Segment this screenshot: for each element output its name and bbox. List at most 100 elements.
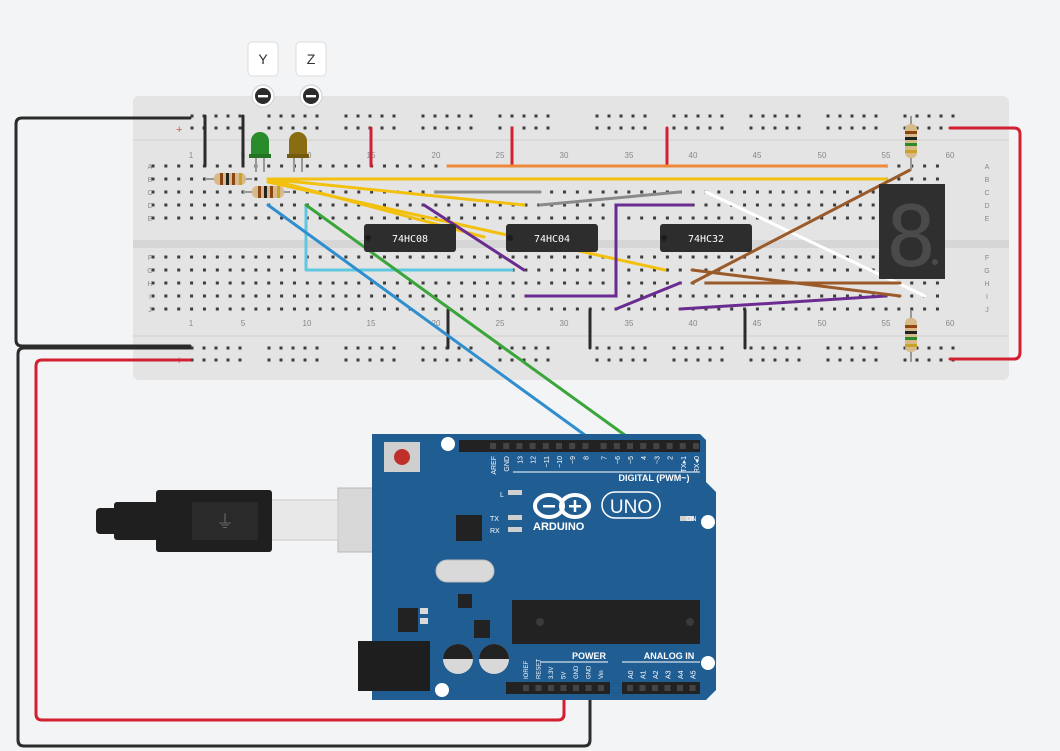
rail-hole[interactable] xyxy=(356,126,360,130)
rail-hole[interactable] xyxy=(291,114,295,118)
rail-hole[interactable] xyxy=(631,358,635,362)
rail-hole[interactable] xyxy=(469,358,473,362)
terminal-hole[interactable] xyxy=(845,294,849,298)
rail-hole[interactable] xyxy=(607,126,611,130)
terminal-hole[interactable] xyxy=(228,203,232,207)
terminal-hole[interactable] xyxy=(897,177,901,181)
terminal-hole[interactable] xyxy=(820,216,824,220)
chip-74hc04[interactable]: 74HC04 xyxy=(506,224,598,252)
terminal-hole[interactable] xyxy=(318,281,322,285)
terminal-hole[interactable] xyxy=(717,203,721,207)
rail-hole[interactable] xyxy=(267,126,271,130)
rail-hole[interactable] xyxy=(368,346,372,350)
terminal-hole[interactable] xyxy=(421,164,425,168)
terminal-hole[interactable] xyxy=(640,268,644,272)
header-pin[interactable] xyxy=(689,685,696,691)
header-pin[interactable] xyxy=(556,443,562,449)
terminal-hole[interactable] xyxy=(640,281,644,285)
terminal-hole[interactable] xyxy=(151,255,155,259)
rail-hole[interactable] xyxy=(838,358,842,362)
rail-hole[interactable] xyxy=(631,114,635,118)
header-pin[interactable] xyxy=(569,443,576,449)
rail-hole[interactable] xyxy=(838,346,842,350)
rail-hole[interactable] xyxy=(279,114,283,118)
terminal-hole[interactable] xyxy=(794,216,798,220)
rail-hole[interactable] xyxy=(850,346,854,350)
rail-hole[interactable] xyxy=(214,358,218,362)
terminal-hole[interactable] xyxy=(807,294,811,298)
rail-hole[interactable] xyxy=(720,358,724,362)
terminal-hole[interactable] xyxy=(923,177,927,181)
rail-hole[interactable] xyxy=(927,114,931,118)
wire-blue-pin7[interactable] xyxy=(266,203,602,448)
terminal-hole[interactable] xyxy=(833,255,837,259)
terminal-hole[interactable] xyxy=(743,216,747,220)
terminal-hole[interactable] xyxy=(858,203,862,207)
rail-hole[interactable] xyxy=(684,126,688,130)
terminal-hole[interactable] xyxy=(588,268,592,272)
terminal-hole[interactable] xyxy=(370,294,374,298)
terminal-hole[interactable] xyxy=(665,216,669,220)
rail-hole[interactable] xyxy=(546,358,550,362)
terminal-hole[interactable] xyxy=(807,307,811,311)
terminal-hole[interactable] xyxy=(241,281,245,285)
rail-hole[interactable] xyxy=(874,126,878,130)
wire-purple-2[interactable] xyxy=(524,203,694,298)
rail-hole[interactable] xyxy=(303,346,307,350)
terminal-hole[interactable] xyxy=(164,294,168,298)
terminal-hole[interactable] xyxy=(331,255,335,259)
rail-hole[interactable] xyxy=(344,358,348,362)
terminal-hole[interactable] xyxy=(421,216,425,220)
power-jack[interactable] xyxy=(358,641,430,691)
terminal-hole[interactable] xyxy=(550,216,554,220)
rail-hole[interactable] xyxy=(380,126,384,130)
rail-hole[interactable] xyxy=(708,114,712,118)
rail-hole[interactable] xyxy=(607,358,611,362)
terminal-hole[interactable] xyxy=(280,307,284,311)
terminal-hole[interactable] xyxy=(473,203,476,207)
rail-hole[interactable] xyxy=(903,114,907,118)
terminal-hole[interactable] xyxy=(190,294,194,298)
terminal-hole[interactable] xyxy=(653,190,657,194)
terminal-hole[interactable] xyxy=(280,281,284,285)
terminal-hole[interactable] xyxy=(164,255,168,259)
terminal-hole[interactable] xyxy=(382,164,386,168)
rail-hole[interactable] xyxy=(534,346,538,350)
terminal-hole[interactable] xyxy=(408,281,412,285)
terminal-hole[interactable] xyxy=(267,268,271,272)
terminal-hole[interactable] xyxy=(601,190,605,194)
terminal-hole[interactable] xyxy=(357,203,361,207)
terminal-hole[interactable] xyxy=(511,281,515,285)
terminal-hole[interactable] xyxy=(717,216,721,220)
terminal-hole[interactable] xyxy=(820,203,824,207)
terminal-hole[interactable] xyxy=(833,307,837,311)
terminal-hole[interactable] xyxy=(395,203,399,207)
rail-hole[interactable] xyxy=(291,126,295,130)
header-pin[interactable] xyxy=(639,685,646,691)
terminal-hole[interactable] xyxy=(228,164,232,168)
terminal-hole[interactable] xyxy=(280,255,284,259)
terminal-hole[interactable] xyxy=(601,307,605,311)
rail-hole[interactable] xyxy=(433,358,437,362)
rail-hole[interactable] xyxy=(785,358,789,362)
terminal-hole[interactable] xyxy=(524,216,528,220)
terminal-hole[interactable] xyxy=(511,216,515,220)
terminal-hole[interactable] xyxy=(755,294,759,298)
terminal-hole[interactable] xyxy=(665,307,669,311)
rail-hole[interactable] xyxy=(874,358,878,362)
rail-hole[interactable] xyxy=(421,358,425,362)
terminal-hole[interactable] xyxy=(833,268,837,272)
terminal-hole[interactable] xyxy=(177,190,181,194)
seven-segment-display[interactable]: 8 xyxy=(879,184,945,286)
terminal-hole[interactable] xyxy=(151,307,155,311)
terminal-hole[interactable] xyxy=(331,216,335,220)
terminal-hole[interactable] xyxy=(563,216,567,220)
terminal-hole[interactable] xyxy=(820,268,824,272)
header-pin[interactable] xyxy=(490,443,496,449)
terminal-hole[interactable] xyxy=(755,190,759,194)
terminal-hole[interactable] xyxy=(190,281,194,285)
rail-hole[interactable] xyxy=(279,358,283,362)
terminal-hole[interactable] xyxy=(537,281,541,285)
header-pin[interactable] xyxy=(529,443,536,449)
rail-hole[interactable] xyxy=(469,346,473,350)
